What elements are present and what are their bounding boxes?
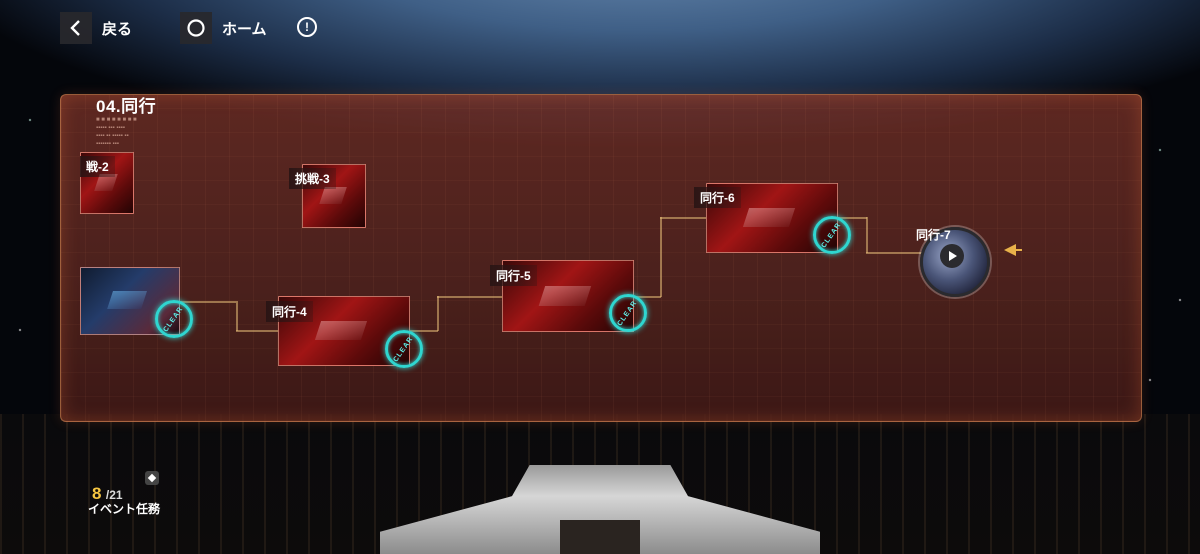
chevron-left-icon <box>60 12 92 44</box>
chapter-subtext: ■ ■ ■ ■ ■ ■ ■ ■ ▪▪▪▪▪ ▪▪▪ ▪▪▪▪ ▪▪▪▪ ▪▪ ▪… <box>96 116 156 148</box>
stage-label: 戦-2 <box>80 156 115 177</box>
path-link <box>410 330 438 332</box>
subtext-line: ▪▪▪▪ ▪▪ ▪▪▪▪▪ ▪▪ <box>96 133 129 139</box>
back-label: 戻る <box>102 20 133 38</box>
path-link <box>178 301 236 303</box>
progress-current: 8 <box>92 484 102 503</box>
clear-badge: CLEAR <box>385 330 423 368</box>
clear-badge: CLEAR <box>609 294 647 332</box>
circle-home-icon <box>180 12 212 44</box>
event-mission-label[interactable]: イベント任務 <box>88 502 161 516</box>
stage-label: 同行-6 <box>694 187 741 208</box>
home-button[interactable]: ホーム <box>180 12 267 44</box>
clear-text: CLEAR <box>616 299 640 327</box>
subtext-line: ▪▪▪▪▪▪▪ ▪▪▪ <box>96 141 119 147</box>
path-link <box>236 301 238 331</box>
path-link <box>837 217 867 219</box>
spaceship-core <box>560 520 640 554</box>
path-link <box>437 296 439 331</box>
event-progress-counter: 8 /21 <box>92 484 123 504</box>
stage-label: 同行-7 <box>916 228 951 242</box>
path-link <box>437 296 502 298</box>
path-link <box>633 296 661 298</box>
arrow-left-icon <box>1004 244 1022 256</box>
clear-text: CLEAR <box>162 305 186 333</box>
progress-total: /21 <box>105 488 123 502</box>
back-button[interactable]: 戻る <box>60 12 132 44</box>
path-link <box>866 217 868 253</box>
subtext-line: ▪▪▪▪▪ ▪▪▪ ▪▪▪▪ <box>96 125 125 131</box>
stage-map-panel <box>60 94 1142 422</box>
path-link <box>866 252 922 254</box>
home-label: ホーム <box>222 20 267 38</box>
subtext-line: ■ ■ ■ ■ ■ ■ ■ ■ <box>96 117 137 123</box>
stage-label: 同行-4 <box>266 301 313 322</box>
stage-label: 挑戦-3 <box>289 168 336 189</box>
diamond-icon <box>145 471 159 485</box>
clear-text: CLEAR <box>392 335 416 363</box>
clear-badge: CLEAR <box>155 300 193 338</box>
clear-badge: CLEAR <box>813 216 851 254</box>
path-link <box>236 330 278 332</box>
stage-label: 同行-5 <box>490 265 537 286</box>
clear-text: CLEAR <box>820 221 844 249</box>
play-icon[interactable] <box>940 244 964 268</box>
info-glyph: ! <box>305 20 309 34</box>
path-link <box>660 217 662 297</box>
chapter-title: 04.同行 <box>96 97 157 116</box>
path-link <box>660 217 706 219</box>
info-icon[interactable]: ! <box>297 17 317 37</box>
